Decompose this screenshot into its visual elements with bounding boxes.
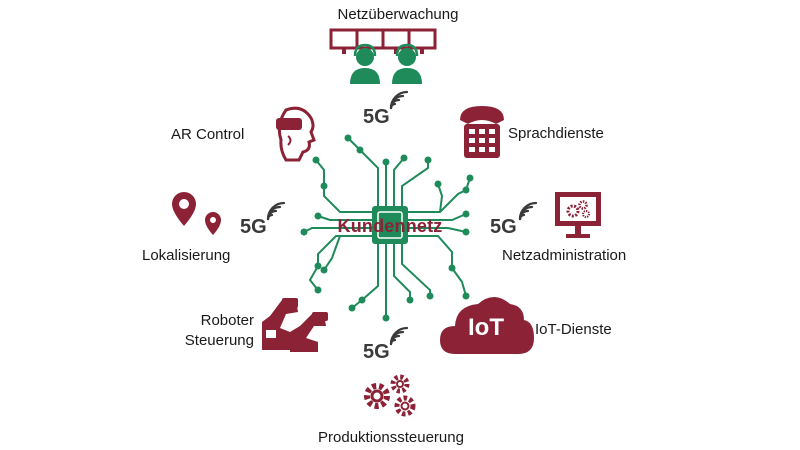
circuit-node bbox=[466, 174, 474, 182]
circuit-node bbox=[320, 182, 328, 190]
label-produktionssteuerung: Produktionssteuerung bbox=[318, 429, 464, 446]
operators-monitors-icon bbox=[329, 28, 437, 84]
circuit-trace bbox=[393, 157, 405, 196]
label-steuerung: Steuerung bbox=[184, 332, 254, 349]
circuit-trace bbox=[317, 235, 362, 266]
circuit-trace bbox=[393, 254, 411, 300]
label-lokalisierung: Lokalisierung bbox=[142, 247, 231, 264]
signal-5g-left: 5G bbox=[240, 216, 267, 238]
circuit-nodes bbox=[300, 134, 474, 322]
circuit-trace bbox=[401, 160, 429, 196]
circuit-node bbox=[462, 186, 470, 194]
circuit-node bbox=[400, 154, 408, 162]
circuit-node bbox=[320, 266, 328, 274]
monitor-gears-icon bbox=[555, 192, 601, 238]
signal-5g-top: 5G bbox=[363, 106, 390, 128]
circuit-node bbox=[314, 262, 322, 270]
signal-5g-bottom: 5G bbox=[363, 341, 390, 363]
circuit-traces bbox=[303, 137, 471, 318]
circuit-node bbox=[426, 292, 434, 300]
label-iot-dienste: IoT-Dienste bbox=[535, 321, 612, 338]
label-sprachdienste: Sprachdienste bbox=[508, 125, 604, 142]
circuit-node bbox=[382, 314, 390, 322]
robot-arm-icon bbox=[262, 298, 328, 352]
circuit-node bbox=[462, 210, 470, 218]
signal-wave-icons bbox=[266, 90, 538, 346]
circuit-node bbox=[434, 180, 442, 188]
circuit-node bbox=[382, 158, 390, 166]
iot-cloud-icon bbox=[440, 297, 534, 354]
telephone-icon bbox=[460, 106, 504, 158]
circuit-trace bbox=[437, 183, 444, 213]
circuit-trace bbox=[418, 235, 453, 268]
circuit-trace bbox=[315, 159, 325, 186]
circuit-trace bbox=[418, 189, 467, 213]
label-roboter: Roboter bbox=[200, 312, 254, 329]
circuit-trace bbox=[418, 227, 467, 233]
circuit-trace bbox=[308, 265, 319, 291]
circuit-trace bbox=[359, 149, 379, 196]
location-pins-icon bbox=[172, 192, 221, 235]
circuit-node bbox=[462, 292, 470, 300]
chip-icon bbox=[362, 196, 418, 254]
gears-icon bbox=[364, 374, 416, 417]
vr-headset-icon bbox=[276, 106, 316, 162]
circuit-node bbox=[462, 228, 470, 236]
circuit-trace bbox=[361, 254, 379, 301]
iot-badge: IoT bbox=[468, 314, 504, 341]
label-ar-control: AR Control bbox=[171, 126, 245, 143]
circuit-node bbox=[344, 134, 352, 142]
circuit-trace bbox=[323, 186, 362, 213]
circuit-node bbox=[424, 156, 432, 164]
circuit-node bbox=[312, 156, 320, 164]
circuit-trace bbox=[451, 267, 467, 297]
circuit-trace bbox=[317, 215, 362, 221]
circuit-node bbox=[448, 264, 456, 272]
circuit-trace bbox=[418, 213, 467, 221]
circuit-trace bbox=[323, 235, 341, 271]
circuit-node bbox=[314, 286, 322, 294]
circuit-node bbox=[348, 304, 356, 312]
circuit-node bbox=[300, 228, 308, 236]
circuit-trace bbox=[401, 254, 431, 296]
signal-5g-right: 5G bbox=[490, 216, 517, 238]
circuit-node bbox=[406, 296, 414, 304]
label-netzadministration: Netzadministration bbox=[502, 247, 627, 264]
circuit-node bbox=[358, 296, 366, 304]
label-netzueberwachung: Netzüberwachung bbox=[337, 6, 459, 23]
circuit-node bbox=[356, 146, 364, 154]
hub-label: Kundennetz bbox=[337, 216, 443, 236]
circuit-node bbox=[314, 212, 322, 220]
